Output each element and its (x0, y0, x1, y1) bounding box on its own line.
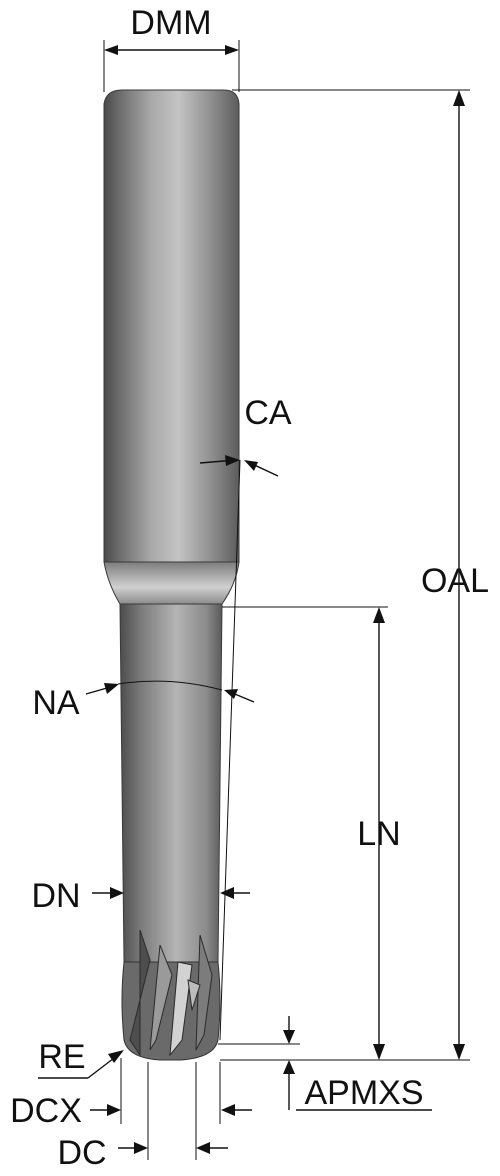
tool-neck (119, 603, 223, 963)
re-label: RE (38, 1038, 85, 1076)
tool-flutes (129, 929, 213, 1057)
end-mill-tool (103, 89, 241, 1061)
ca-label: CA (244, 394, 292, 432)
dn-label: DN (31, 877, 80, 915)
ln-dimension: LN (222, 606, 401, 1060)
dc-label: DC (57, 1134, 106, 1172)
dmm-dimension: DMM (103, 4, 240, 92)
apmxs-dimension: APMXS (218, 1016, 432, 1112)
na-label: NA (32, 684, 80, 722)
tool-shank (103, 89, 240, 563)
dc-dimension: DC (57, 1062, 228, 1172)
ca-dimension: CA (199, 394, 292, 477)
ln-label: LN (357, 815, 400, 853)
oal-dimension: OAL (220, 89, 489, 1061)
re-dimension: RE (38, 1038, 124, 1079)
apmxs-label: APMXS (304, 1074, 423, 1112)
dmm-label: DMM (130, 4, 211, 42)
oal-label: OAL (421, 562, 489, 600)
dn-dimension: DN (31, 877, 250, 915)
na-dimension: NA (32, 680, 255, 722)
dcx-label: DCX (10, 1092, 82, 1130)
dcx-dimension: DCX (10, 1058, 252, 1130)
tool-shoulder (103, 561, 240, 605)
